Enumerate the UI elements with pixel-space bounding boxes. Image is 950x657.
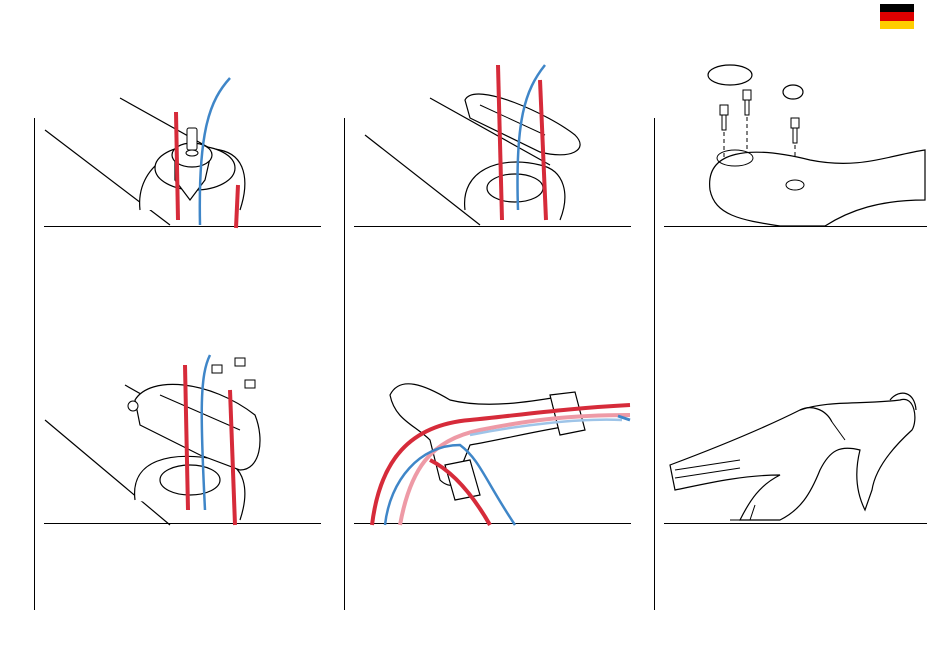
column-divider: [34, 118, 35, 610]
column-divider: [344, 118, 345, 610]
step-4-illustration: [40, 350, 330, 530]
step-6-illustration: [660, 370, 930, 530]
step-1-illustration: [40, 70, 330, 230]
column-divider: [654, 118, 655, 610]
flag-stripe-gold: [880, 21, 914, 29]
language-flag-icon[interactable]: [880, 4, 914, 29]
step-3-illustration: [660, 50, 930, 230]
flag-stripe-black: [880, 4, 914, 12]
step-5-illustration: [350, 370, 640, 530]
flag-stripe-red: [880, 12, 914, 20]
step-2-illustration: [350, 60, 640, 230]
